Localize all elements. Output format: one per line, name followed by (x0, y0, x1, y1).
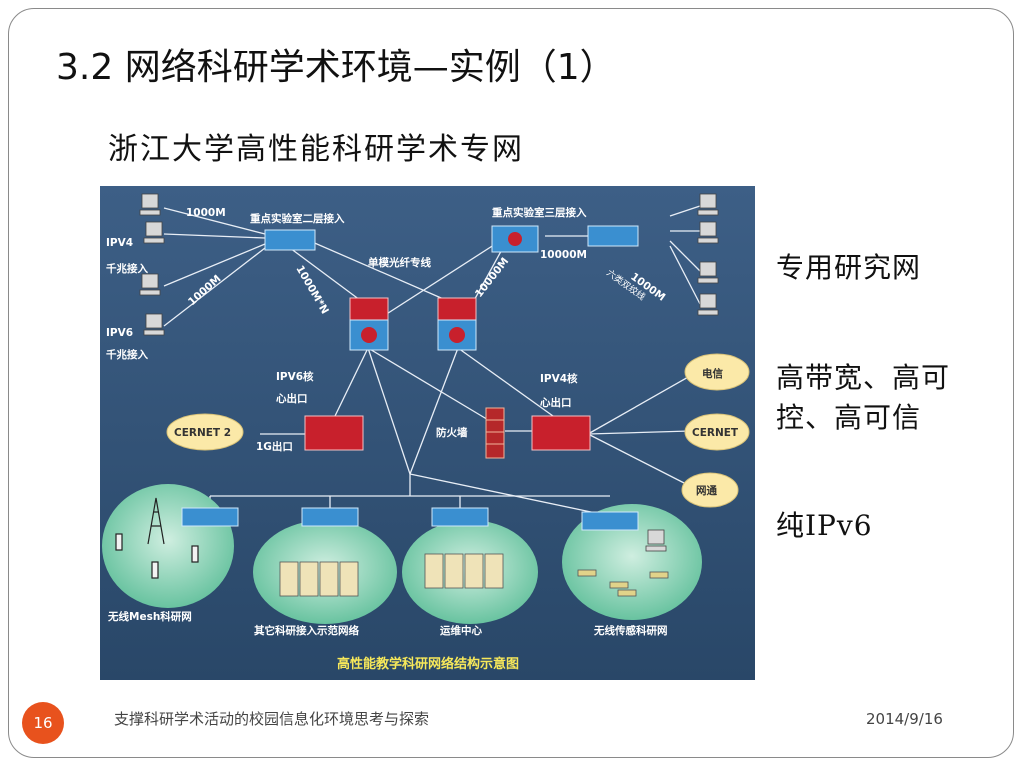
label-cernet2: CERNET 2 (174, 427, 231, 439)
bullet-pure-ipv6: 纯IPv6 (776, 509, 873, 542)
label-ipv6-core-2: 心出口 (276, 392, 308, 405)
router-icon (304, 297, 591, 451)
footer-date: 2014/9/16 (866, 710, 943, 728)
label-cernet: CERNET (692, 427, 739, 439)
network-diagram: 1000M 重点实验室二层接入 重点实验室三层接入 IPV4 千兆接入 IPV6… (100, 186, 755, 680)
label-1000m-top: 1000M (186, 207, 226, 219)
slide-subtitle: 浙江大学高性能科研学术专网 (108, 132, 524, 167)
label-telecom: 电信 (702, 367, 723, 380)
label-wireless-mesh: 无线Mesh科研网 (107, 610, 192, 623)
label-sensor-net: 无线传感科研网 (593, 624, 668, 637)
diagram-caption: 高性能教学科研网络结构示意图 (337, 656, 519, 672)
label-single-mode-fiber: 单模光纤专线 (368, 256, 431, 269)
slide-title: 3.2 网络科研学术环境—实例（1） (56, 47, 616, 88)
switch-icon (181, 225, 639, 531)
label-gigabit-2: 千兆接入 (106, 348, 148, 361)
label-ipv4-core-1: IPV4核 (540, 372, 578, 385)
label-ops-center: 运维中心 (440, 624, 482, 637)
sensor-icon (577, 569, 669, 597)
label-ipv6-core-1: IPV6核 (276, 370, 314, 383)
sensor-net-area (562, 504, 702, 620)
label-ipv4-access: IPV4 (106, 237, 133, 249)
label-ipv6-access: IPV6 (106, 327, 133, 339)
bullet-high-bandwidth: 高带宽、高可控、高可信 (776, 361, 951, 434)
computer-icon (139, 193, 719, 552)
cloud-icon (166, 353, 750, 508)
label-lab-floor3: 重点实验室三层接入 (492, 206, 587, 219)
label-ipv4-core-2: 心出口 (540, 396, 572, 409)
label-gigabit-1: 千兆接入 (106, 262, 148, 275)
label-firewall: 防火墙 (436, 426, 468, 439)
bullet-dedicated-research-net: 专用研究网 (776, 251, 922, 284)
firewall-icon (485, 407, 505, 459)
label-exit-1g: 1G出口 (256, 440, 293, 453)
page-number-badge: 16 (22, 702, 64, 744)
label-10000m-2: 10000M (540, 249, 587, 261)
footer-text: 支撑科研学术活动的校园信息化环境思考与探索 (114, 710, 430, 728)
label-lab-floor2: 重点实验室二层接入 (250, 212, 345, 225)
connection-lines (163, 205, 701, 517)
label-other-access: 其它科研接入示范网络 (254, 624, 359, 637)
antenna-icon (115, 497, 199, 579)
label-netcom: 网通 (696, 485, 717, 497)
server-icon (279, 553, 504, 597)
